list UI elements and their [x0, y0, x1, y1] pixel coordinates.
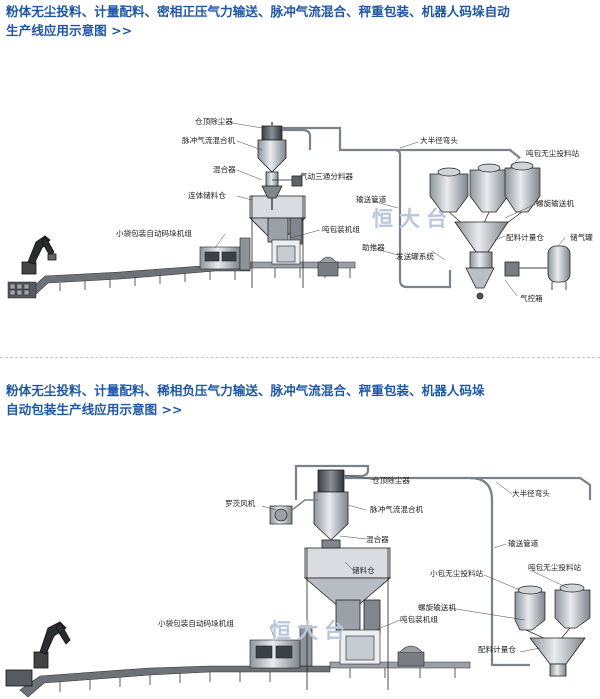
section1-title-line1: 粉体无尘投料、计量配料、密相正压气力输送、脉冲气流混合、秤重包装、机器人码垛自动 [6, 4, 510, 19]
batch-silo-1 [454, 221, 520, 300]
small-bag-packer-2 [249, 625, 313, 669]
label-three-way-1: 气动三通分料器 [300, 171, 354, 181]
conveying-pipe-1 [270, 122, 521, 289]
section2-title: 粉体无尘投料、计量配料、稀相负压气力输送、脉冲气流混合、秤重包装、机器人码垛 自… [6, 381, 485, 419]
section2-title-line2: 自动包装生产线应用示意图 >> [6, 402, 183, 417]
label-large-bend-2: 大半径弯头 [512, 488, 550, 498]
pulse-mixer-2 [313, 469, 349, 549]
leader-lines-2 [261, 474, 569, 653]
conveying-pipe-2 [294, 464, 592, 667]
label-pulse-mixer-2: 脉冲气流混合机 [370, 504, 424, 514]
label-ton-bag-station-2: 吨包无尘投料站 [528, 562, 582, 572]
watermark-1: 恒大台 [372, 206, 453, 231]
batch-silo-2 [529, 637, 586, 677]
ton-bag-stations-1 [429, 161, 541, 233]
section1-labels: 仓顶除尘器 脉冲气流混合机 混合器 气动三通分料器 连体储料仓 小袋包装自动码垛… [116, 116, 593, 303]
label-control-box-1: 气控箱 [520, 293, 543, 303]
section-divider [0, 357, 600, 358]
roller-conveyor-1 [29, 261, 356, 295]
ton-packer-1 [271, 239, 339, 277]
label-mixing-unit-2: 混合器 [366, 534, 389, 544]
label-storage-bin-1: 连体储料仓 [188, 190, 226, 200]
label-packing-robot-1: 小袋包装自动码垛机组 [116, 228, 192, 238]
label-roof-dust-2: 仓顶除尘器 [372, 475, 410, 485]
leader-lines-1 [214, 122, 566, 297]
ton-packer-2 [339, 629, 425, 667]
label-conveying-pipe-1: 输送管道 [356, 194, 387, 204]
label-mixing-unit-1: 混合器 [213, 164, 236, 174]
label-sender-1: 发送罐系统 [396, 251, 434, 261]
palletizing-robot-2 [5, 621, 71, 687]
label-batch-silo-2: 配料计量仓 [478, 644, 516, 654]
label-batch-silo-1: 配料计量仓 [506, 232, 544, 242]
label-screw-conveyor-2: 螺旋输送机 [418, 602, 456, 612]
section1-diagram: 仓顶除尘器 脉冲气流混合机 混合器 气动三通分料器 连体储料仓 小袋包装自动码垛… [7, 116, 593, 303]
label-conveying-pipe-2: 输送管道 [508, 538, 539, 548]
roller-conveyor-2 [19, 661, 471, 698]
storage-bin-2 [303, 547, 392, 690]
label-packing-robot-2: 小袋包装自动码垛机组 [158, 618, 234, 628]
ton-bag-stations-2 [514, 583, 591, 641]
pallet-stack-1 [7, 281, 37, 299]
section2-title-line1: 粉体无尘投料、计量配料、稀相负压气力输送、脉冲气流混合、秤重包装、机器人码垛 [6, 383, 485, 398]
label-ton-packer-2: 吨包装机组 [400, 614, 438, 624]
section2-labels: 仓顶除尘器 罗茨风机 脉冲气流混合机 混合器 储料仓 小袋包装自动码垛机组 吨包… [158, 475, 582, 654]
label-pulse-mixer-1: 脉冲气流混合机 [182, 135, 236, 145]
label-gas-tank-1: 储气罐 [570, 232, 593, 242]
section1-title-line2: 生产线应用示意图 >> [6, 23, 133, 38]
roots-blower-2 [269, 499, 318, 525]
small-bag-packer-1 [199, 237, 251, 271]
gas-tank-1 [519, 245, 571, 290]
label-small-bag-station-2: 小包无尘投料站 [430, 568, 484, 578]
watermark-2: 恒大台 [270, 618, 351, 643]
label-roof-dust-1: 仓顶除尘器 [195, 116, 233, 126]
label-booster-1: 助推器 [362, 242, 385, 252]
section2-diagram: 仓顶除尘器 罗茨风机 脉冲气流混合机 混合器 储料仓 小袋包装自动码垛机组 吨包… [5, 464, 592, 698]
label-ton-bag-station-1: 吨包无尘投料站 [526, 148, 580, 158]
label-roots-blower-2: 罗茨风机 [225, 498, 256, 508]
label-screw-conveyor-1: 螺旋输送机 [536, 198, 574, 208]
palletizing-robot-1 [21, 235, 57, 275]
pulse-mixer-1 [257, 125, 303, 210]
section1-title: 粉体无尘投料、计量配料、密相正压气力输送、脉冲气流混合、秤重包装、机器人码垛自动… [6, 2, 510, 40]
label-ton-packer-1: 吨包装机组 [322, 224, 360, 234]
label-large-bend-1: 大半径弯头 [420, 135, 458, 145]
label-storage-bin-2: 储料仓 [352, 565, 375, 575]
